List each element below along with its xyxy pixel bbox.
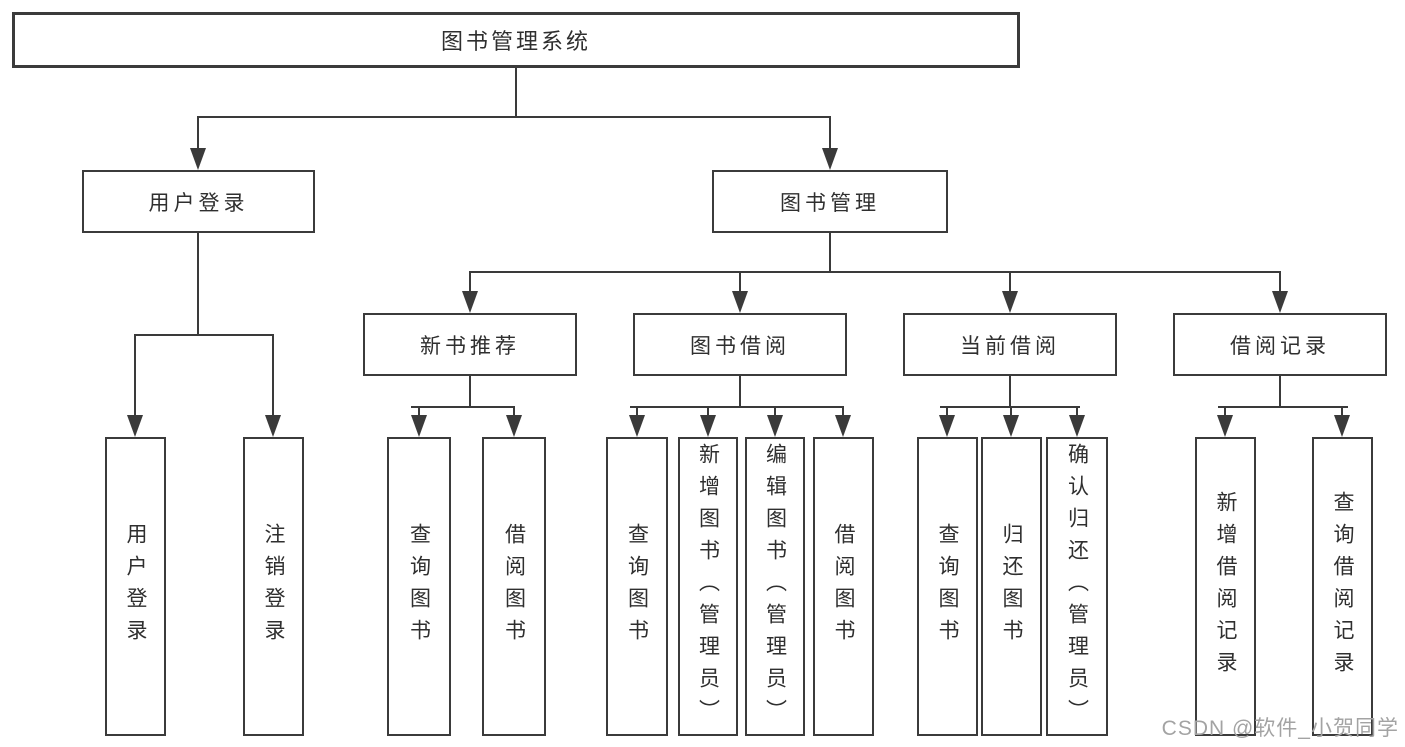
arrowhead-down	[767, 406, 783, 437]
leaf-borrow-books-recommend: 借阅图书	[482, 437, 546, 736]
leaf-label: 编辑图书（管理员）	[763, 442, 787, 731]
leaf-label: 确认归还（管理员）	[1065, 442, 1089, 731]
node-label: 新书推荐	[420, 334, 520, 358]
connector-line-h	[197, 116, 831, 118]
leaf-label: 用户登录	[124, 522, 147, 651]
leaf-label: 查询图书	[936, 522, 959, 651]
leaf-label: 查询图书	[625, 522, 649, 651]
connector-line-v	[739, 376, 741, 408]
arrowhead-down	[411, 406, 427, 437]
node-label: 借阅记录	[1230, 334, 1330, 358]
node-label: 图书管理系统	[440, 29, 591, 54]
arrowhead-down	[629, 406, 645, 437]
arrowhead-down	[700, 406, 716, 437]
leaf-add-book-admin: 新增图书（管理员）	[678, 437, 738, 736]
leaf-label: 注销登录	[262, 522, 285, 651]
node-book-management: 图书管理	[712, 170, 948, 233]
node-new-book-recommend: 新书推荐	[363, 313, 577, 376]
connector-line-h	[134, 334, 274, 336]
leaf-edit-book-admin: 编辑图书（管理员）	[745, 437, 805, 736]
leaf-label: 归还图书	[1000, 522, 1023, 651]
connector-line-h	[630, 406, 844, 408]
leaf-return-book: 归还图书	[981, 437, 1042, 736]
leaf-user-login: 用户登录	[105, 437, 166, 736]
arrowhead-down	[822, 116, 838, 170]
arrowhead-down	[265, 334, 281, 437]
connector-line-h	[469, 271, 1281, 273]
connector-line-v	[197, 233, 199, 336]
watermark-text: CSDN @软件_小贺同学	[1161, 717, 1399, 740]
node-label: 图书管理	[780, 191, 880, 215]
node-borrowing-records: 借阅记录	[1173, 313, 1387, 376]
node-label: 当前借阅	[960, 334, 1060, 358]
arrowhead-down	[939, 406, 955, 437]
connector-line-h	[1218, 406, 1348, 408]
arrowhead-down	[1003, 406, 1019, 437]
leaf-query-books-current: 查询图书	[917, 437, 978, 736]
leaf-label: 借阅图书	[832, 522, 855, 651]
node-user-login: 用户登录	[82, 170, 315, 233]
arrowhead-down	[1002, 271, 1018, 313]
arrowhead-down	[835, 406, 851, 437]
arrowhead-down	[1217, 406, 1233, 437]
leaf-confirm-return-admin: 确认归还（管理员）	[1046, 437, 1108, 736]
connector-line-v	[515, 68, 517, 118]
leaf-query-borrow-record: 查询借阅记录	[1312, 437, 1373, 736]
arrowhead-down	[190, 116, 206, 170]
arrowhead-down	[506, 406, 522, 437]
leaf-borrow-books-borrowing: 借阅图书	[813, 437, 874, 736]
node-library-system: 图书管理系统	[12, 12, 1020, 68]
arrowhead-down	[1272, 271, 1288, 313]
leaf-label: 新增借阅记录	[1214, 490, 1237, 683]
node-book-borrowing: 图书借阅	[633, 313, 847, 376]
connector-line-v	[1279, 376, 1281, 408]
connector-line-v	[469, 376, 471, 408]
arrowhead-down	[462, 271, 478, 313]
leaf-add-borrow-record: 新增借阅记录	[1195, 437, 1256, 736]
leaf-query-books-borrowing: 查询图书	[606, 437, 668, 736]
connector-line-v	[829, 233, 831, 273]
node-label: 用户登录	[148, 191, 249, 215]
arrowhead-down	[1334, 406, 1350, 437]
node-label: 图书借阅	[690, 334, 790, 358]
arrowhead-down	[127, 334, 143, 437]
leaf-label: 查询借阅记录	[1331, 490, 1354, 683]
leaf-logout: 注销登录	[243, 437, 304, 736]
node-current-borrowing: 当前借阅	[903, 313, 1117, 376]
leaf-label: 查询图书	[407, 522, 431, 651]
connector-line-h	[411, 406, 515, 408]
arrowhead-down	[1069, 406, 1085, 437]
leaf-query-books-recommend: 查询图书	[387, 437, 451, 736]
leaf-label: 新增图书（管理员）	[696, 442, 720, 731]
arrowhead-down	[732, 271, 748, 313]
connector-line-v	[1009, 376, 1011, 408]
leaf-label: 借阅图书	[502, 522, 526, 651]
